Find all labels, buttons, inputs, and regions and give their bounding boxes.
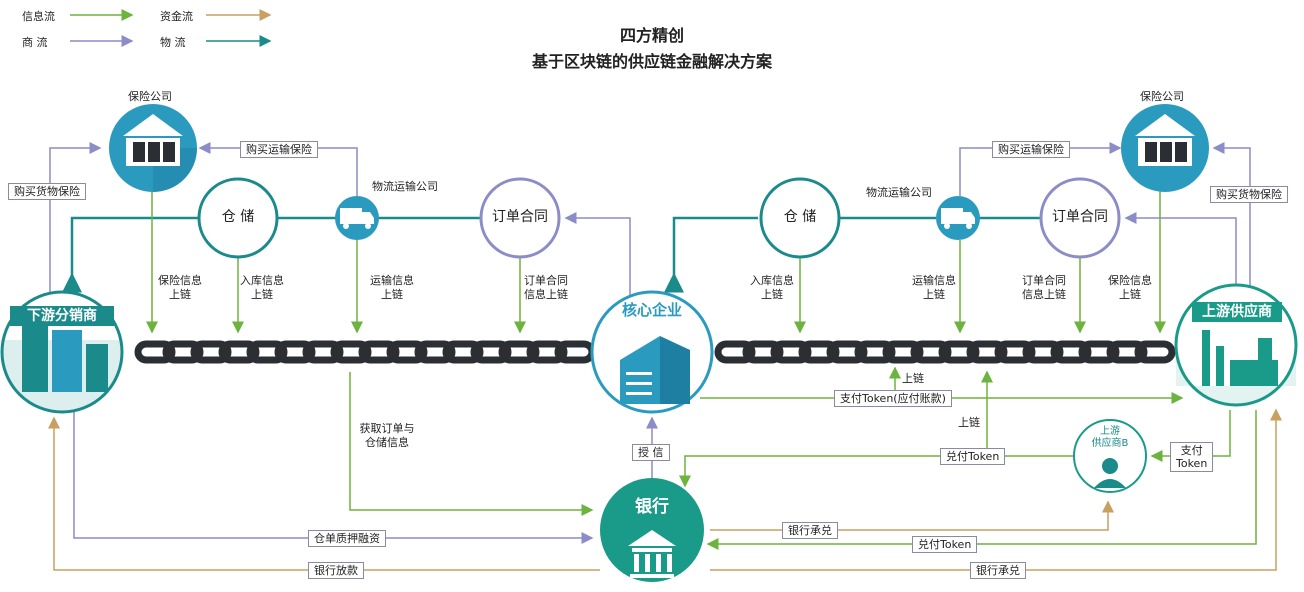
chain-link	[910, 340, 952, 364]
funds-flow	[48, 408, 1282, 571]
upstream-label: 上游供应商	[1192, 302, 1282, 322]
transport-info-right-label: 运输信息 上链	[912, 274, 956, 301]
chain-link	[162, 340, 204, 364]
chain-link	[414, 340, 456, 364]
redeem-token-2-label: 兑付Token	[912, 536, 978, 553]
chain-link	[714, 340, 756, 364]
order-right-node	[1039, 177, 1121, 259]
buy-transport-insurance-left-label: 购买运输保险	[240, 141, 318, 158]
page-subtitle: 基于区块链的供应链金融解决方案	[531, 52, 772, 71]
order-right-label: 订单合同	[1052, 209, 1108, 225]
chain-link	[358, 340, 400, 364]
insurance-info-left-label: 保险信息 上链	[158, 274, 202, 301]
legend	[70, 9, 272, 47]
commerce-flow	[49, 142, 1251, 544]
legend-funds-flow: 资金流	[160, 10, 193, 23]
truck-left-icon	[335, 196, 379, 240]
legend-logistics-flow: 物 流	[160, 36, 186, 49]
pay-token-payable-label: 支付Token(应付账款)	[834, 390, 952, 407]
credit-label: 授 信	[632, 444, 670, 461]
chain-link	[994, 340, 1036, 364]
insurance-left-icon	[109, 104, 197, 192]
order-left-label: 订单合同	[492, 209, 548, 225]
chain-link	[274, 340, 316, 364]
warehouse-right-node	[759, 177, 841, 259]
chain-link	[826, 340, 868, 364]
chain-link	[442, 340, 484, 364]
buy-goods-insurance-right-label: 购买货物保险	[1210, 186, 1288, 203]
chain-link	[134, 340, 176, 364]
chain-link	[966, 340, 1008, 364]
transport-info-left-label: 运输信息 上链	[370, 274, 414, 301]
insurance-right-label: 保险公司	[1140, 90, 1184, 103]
insurance-left-label: 保险公司	[128, 90, 172, 103]
chain-link	[526, 340, 568, 364]
chain-link	[498, 340, 540, 364]
chain-link	[854, 340, 896, 364]
bank-accept-1-label: 银行承兑	[782, 522, 838, 539]
pay-token-label: 支付 Token	[1170, 442, 1214, 472]
downstream-label: 下游分销商	[10, 306, 114, 326]
chain-link	[218, 340, 260, 364]
order-info-left-label: 订单合同 信息上链	[524, 274, 568, 301]
warehouse-left-label: 仓 储	[221, 209, 255, 225]
chain-link	[302, 340, 344, 364]
logistics-right-label: 物流运输公司	[866, 186, 932, 199]
buy-goods-insurance-left-label: 购买货物保险	[8, 183, 86, 200]
logistics-left-label: 物流运输公司	[372, 180, 438, 193]
chain-link	[1134, 340, 1176, 364]
truck-right-icon	[936, 196, 980, 240]
page-title: 四方精创	[619, 26, 684, 45]
bank-node	[600, 478, 704, 582]
bank-label: 银行	[635, 497, 669, 517]
warehouse-right-label: 仓 储	[783, 209, 817, 225]
core-label: 核心企业	[621, 301, 682, 319]
storage-info-right-label: 入库信息 上链	[750, 274, 794, 301]
order-info-right-label: 订单合同 信息上链	[1022, 274, 1066, 301]
chain-link	[798, 340, 840, 364]
redeem-token-1-label: 兑付Token	[940, 448, 1006, 465]
insurance-right-icon	[1121, 104, 1209, 192]
logistics-flow	[62, 216, 1040, 293]
insurance-info-right-label: 保险信息 上链	[1108, 274, 1152, 301]
bank-loan-label: 银行放款	[308, 562, 364, 579]
upstream-b-node	[1073, 419, 1147, 493]
chain-link	[470, 340, 512, 364]
chain-link	[1106, 340, 1148, 364]
chain-link	[938, 340, 980, 364]
chain-link	[330, 340, 372, 364]
chain-link	[1022, 340, 1064, 364]
legend-info-flow: 信息流	[22, 10, 55, 23]
get-order-label: 获取订单与 仓储信息	[359, 422, 415, 449]
buy-transport-insurance-right-label: 购买运输保险	[992, 141, 1070, 158]
chain-link	[1050, 340, 1092, 364]
chain-link	[190, 340, 232, 364]
bank-accept-2-label: 银行承兑	[970, 562, 1026, 579]
pledge-financing-label: 仓单质押融资	[308, 530, 386, 547]
chain-link	[246, 340, 288, 364]
upstream-b-label: 上游 供应商B	[1091, 426, 1129, 449]
onchain-1-label: 上链	[902, 372, 924, 385]
chain-link	[386, 340, 428, 364]
chain-link	[742, 340, 784, 364]
order-left-node	[479, 177, 561, 259]
chain-link	[770, 340, 812, 364]
warehouse-left-node	[197, 177, 279, 259]
onchain-2-label: 上链	[958, 416, 980, 429]
chain-link	[1078, 340, 1120, 364]
legend-commerce-flow: 商 流	[22, 36, 48, 49]
storage-info-left-label: 入库信息 上链	[240, 274, 284, 301]
core-node	[590, 290, 714, 414]
chain-link	[882, 340, 924, 364]
